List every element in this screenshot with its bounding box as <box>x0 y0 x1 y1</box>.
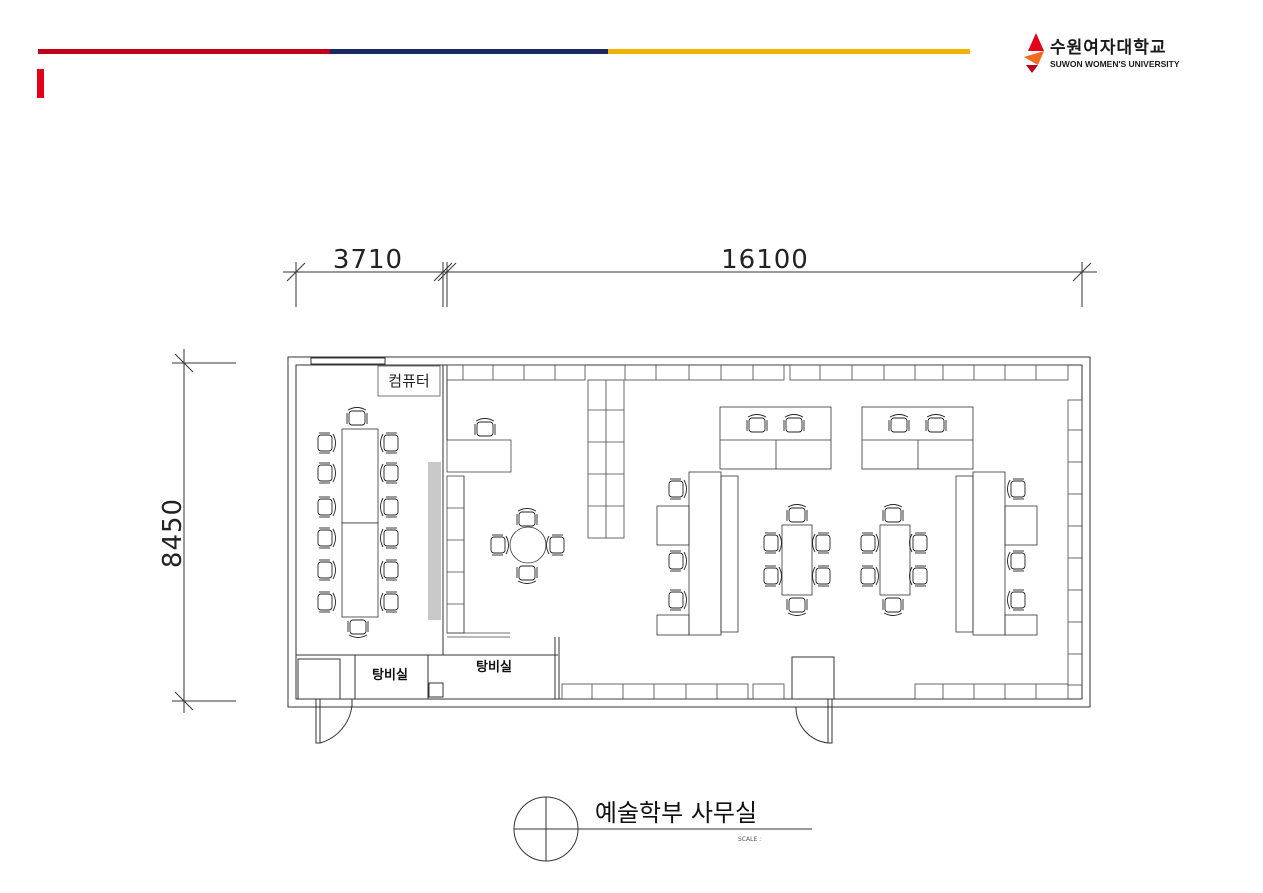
chair <box>812 565 831 587</box>
logo-name-korean: 수원여자대학교 <box>1050 38 1167 58</box>
chair <box>380 591 399 613</box>
chair <box>1007 478 1026 500</box>
header-stripe-gold <box>608 49 970 54</box>
wall-cabinets <box>446 364 1083 700</box>
chair <box>763 565 782 587</box>
chair <box>347 619 369 638</box>
chair <box>763 532 782 554</box>
chair <box>474 418 496 437</box>
pantry-left-label: 탕비실 <box>372 667 408 683</box>
dimension-width-right: 16100 <box>721 245 809 275</box>
chair <box>1007 550 1026 572</box>
header-stripe-navy <box>330 49 608 54</box>
chair <box>783 414 805 433</box>
chair <box>317 462 336 484</box>
partition-panel <box>428 462 441 620</box>
header-stripe-red <box>38 49 330 54</box>
chair <box>490 534 509 556</box>
dimension-height: 8450 <box>158 498 188 568</box>
chair <box>668 589 687 611</box>
chair <box>812 532 831 554</box>
chair <box>516 508 538 527</box>
chair <box>786 597 808 616</box>
chair <box>668 478 687 500</box>
chair <box>317 496 336 518</box>
chair <box>882 504 904 523</box>
chair <box>317 432 336 454</box>
chair <box>380 462 399 484</box>
chair <box>668 550 687 572</box>
chair <box>786 504 808 523</box>
drawing-title-symbol <box>513 796 812 862</box>
chairs <box>317 407 1026 638</box>
chair <box>1007 589 1026 611</box>
chair <box>380 496 399 518</box>
chair <box>860 532 879 554</box>
meeting-table-left <box>341 428 379 618</box>
logo-name-english: SUWON WOMEN'S UNIVERSITY <box>1050 59 1180 69</box>
chair <box>860 565 879 587</box>
chair <box>925 414 947 433</box>
university-emblem-icon <box>1024 33 1044 73</box>
chair <box>546 534 565 556</box>
chair <box>882 597 904 616</box>
chair <box>516 565 538 584</box>
chair <box>380 559 399 581</box>
chair <box>346 407 368 426</box>
drawing-title: 예술학부 사무실 <box>595 799 757 827</box>
university-logo: 수원여자대학교 SUWON WOMEN'S UNIVERSITY <box>1022 31 1192 75</box>
chair <box>317 527 336 549</box>
computer-area-label: 컴퓨터 <box>388 372 429 390</box>
workstations <box>509 406 1038 636</box>
chair <box>380 527 399 549</box>
chair <box>909 565 928 587</box>
chair <box>888 414 910 433</box>
dimension-width-left: 3710 <box>333 245 403 275</box>
computer-area <box>377 365 441 397</box>
chair <box>380 432 399 454</box>
chair <box>909 532 928 554</box>
pantry-right-label: 탕비실 <box>476 659 512 675</box>
chair <box>317 559 336 581</box>
scale-label: SCALE : <box>738 836 761 843</box>
chair <box>317 591 336 613</box>
chair <box>746 414 768 433</box>
title-accent-mark <box>37 69 44 98</box>
